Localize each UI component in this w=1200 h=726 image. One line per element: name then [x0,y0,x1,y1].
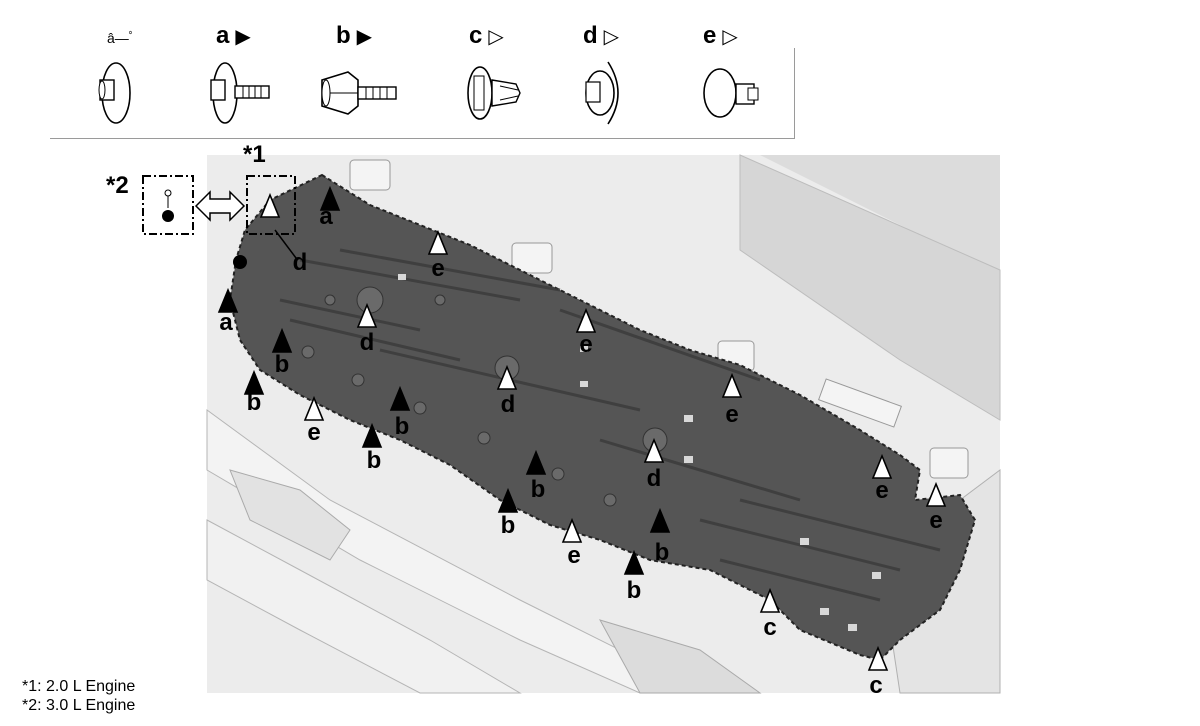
legend-label-e: e▷ [703,22,738,49]
solid-triangle-marker-icon [389,385,411,411]
legend-label-d: d▷ [583,22,620,49]
fastener-label-b: b [367,447,382,474]
hollow-triangle-marker-icon [871,453,893,479]
fastener-label-e: e [307,419,320,446]
fastener-label-b: b [655,539,670,566]
solid-triangle-marker-icon [243,369,265,395]
underbody-background [206,154,1001,694]
hex-bolt-icon [321,71,397,115]
callout-star-1: *1 [243,141,266,168]
hollow-triangle-marker-icon [496,364,518,390]
engine-notes: *1: 2.0 L Engine *2: 3.0 L Engine [22,677,135,715]
fastener-label-e: e [567,542,580,569]
solid-triangle-marker-icon [525,449,547,475]
note-line: *2: 3.0 L Engine [22,697,136,714]
fastener-label-d: d [647,465,662,492]
legend-label-c: c▷ [469,22,504,49]
detail-box-2 [142,175,194,235]
solid-triangle-marker-icon [271,327,293,353]
fastener-label-d: d [360,329,375,356]
hollow-triangle-marker-icon [643,437,665,463]
solid-arrow-icon: ▶ [235,26,251,48]
hollow-triangle-marker-icon [721,372,743,398]
detail-box-1 [246,175,297,259]
solid-triangle-marker-icon [361,422,383,448]
clip-e-icon [703,68,759,118]
fastener-label-e: e [929,507,942,534]
solid-arrow-icon: ▶ [356,26,373,48]
fastener-label-c: c [869,672,882,699]
fastener-label-d: d [501,391,516,418]
flange-bolt-icon [210,62,270,124]
washer-nut-icon [98,62,131,124]
double-arrow-icon [194,190,246,222]
fastener-label-e: e [579,331,592,358]
clip-c-icon [467,66,521,120]
solid-triangle-marker-icon [217,287,239,313]
legend-label-a: a▶ [216,22,251,49]
solid-triangle-marker-icon [497,487,519,513]
callout-star-2: *2 [106,172,129,199]
fastener-label-e: e [875,477,888,504]
hollow-triangle-marker-icon [575,307,597,333]
fastener-label-a: a [219,309,233,336]
hollow-triangle-marker-icon [356,302,378,328]
fastener-label-a: a [319,203,333,230]
solid-triangle-marker-icon [319,185,341,211]
fastener-label-d: d [293,249,308,276]
hollow-arrow-icon: ▷ [488,26,504,48]
legend-header-symbol: â—ﾟ [107,30,136,46]
hollow-triangle-marker-icon [427,229,449,255]
hollow-arrow-icon: ▷ [722,26,738,48]
fastener-label-b: b [395,413,410,440]
hollow-triangle-marker-icon [925,481,947,507]
fastener-label-b: b [531,476,546,503]
fastener-label-e: e [431,255,444,282]
hollow-triangle-marker-icon [303,395,325,421]
fastener-label-b: b [275,351,290,378]
hollow-arrow-icon: ▷ [603,26,620,48]
note-line: *1: 2.0 L Engine [22,678,136,695]
solid-triangle-marker-icon [623,549,645,575]
fastener-label-b: b [627,577,642,604]
fastener-label-b: b [247,389,262,416]
fastener-legend [50,48,795,139]
solid-triangle-marker-icon [649,507,671,533]
clip-d-icon [585,61,619,125]
hollow-triangle-marker-icon [867,645,889,671]
engine-under-cover [228,173,977,662]
fastener-label-b: b [501,512,516,539]
legend-label-b: b▶ [336,22,373,49]
fastener-label-c: c [763,614,776,641]
fastener-label-e: e [725,401,738,428]
clip-hole [233,255,247,269]
hollow-triangle-marker-icon [259,192,281,218]
hollow-triangle-marker-icon [759,587,781,613]
hollow-triangle-marker-icon [561,517,583,543]
